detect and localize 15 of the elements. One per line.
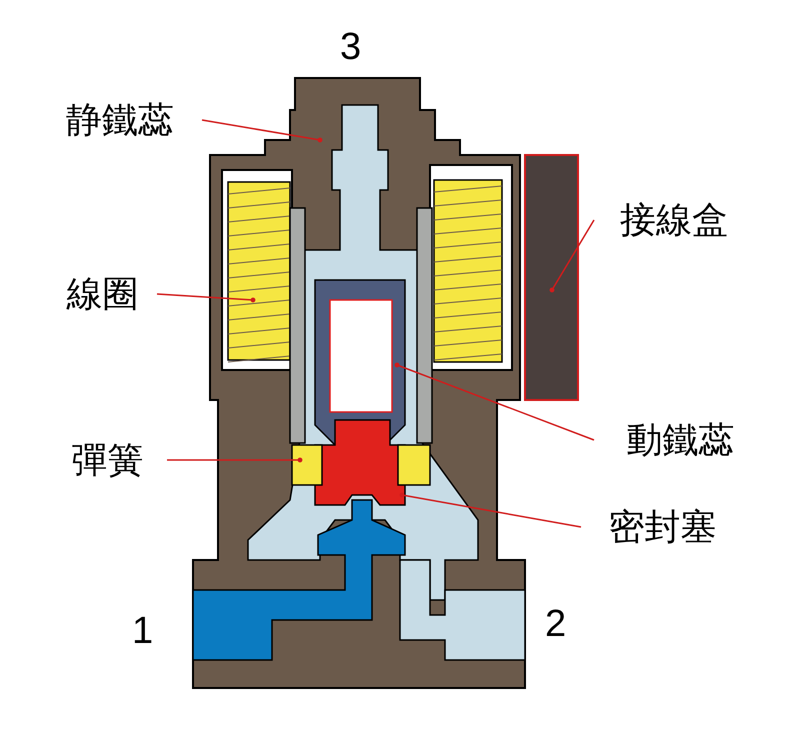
port-number: 2: [545, 605, 566, 643]
leader-line: [400, 492, 582, 528]
part-label: 接線盒: [598, 198, 750, 242]
port-number: 3: [340, 28, 362, 66]
port-number: 1: [132, 612, 154, 650]
leader-line: [394, 362, 594, 441]
leader-line: [550, 220, 595, 292]
part-label: 密封塞: [585, 505, 740, 549]
leader-line: [202, 119, 322, 142]
leader-line: [156, 293, 256, 302]
part-label: 動鐵蕊: [598, 418, 763, 462]
part-label: 彈簧: [50, 438, 165, 482]
part-label: 静鐵蕊: [40, 98, 200, 142]
leader-line: [167, 458, 302, 462]
part-label: 線圈: [50, 272, 155, 316]
